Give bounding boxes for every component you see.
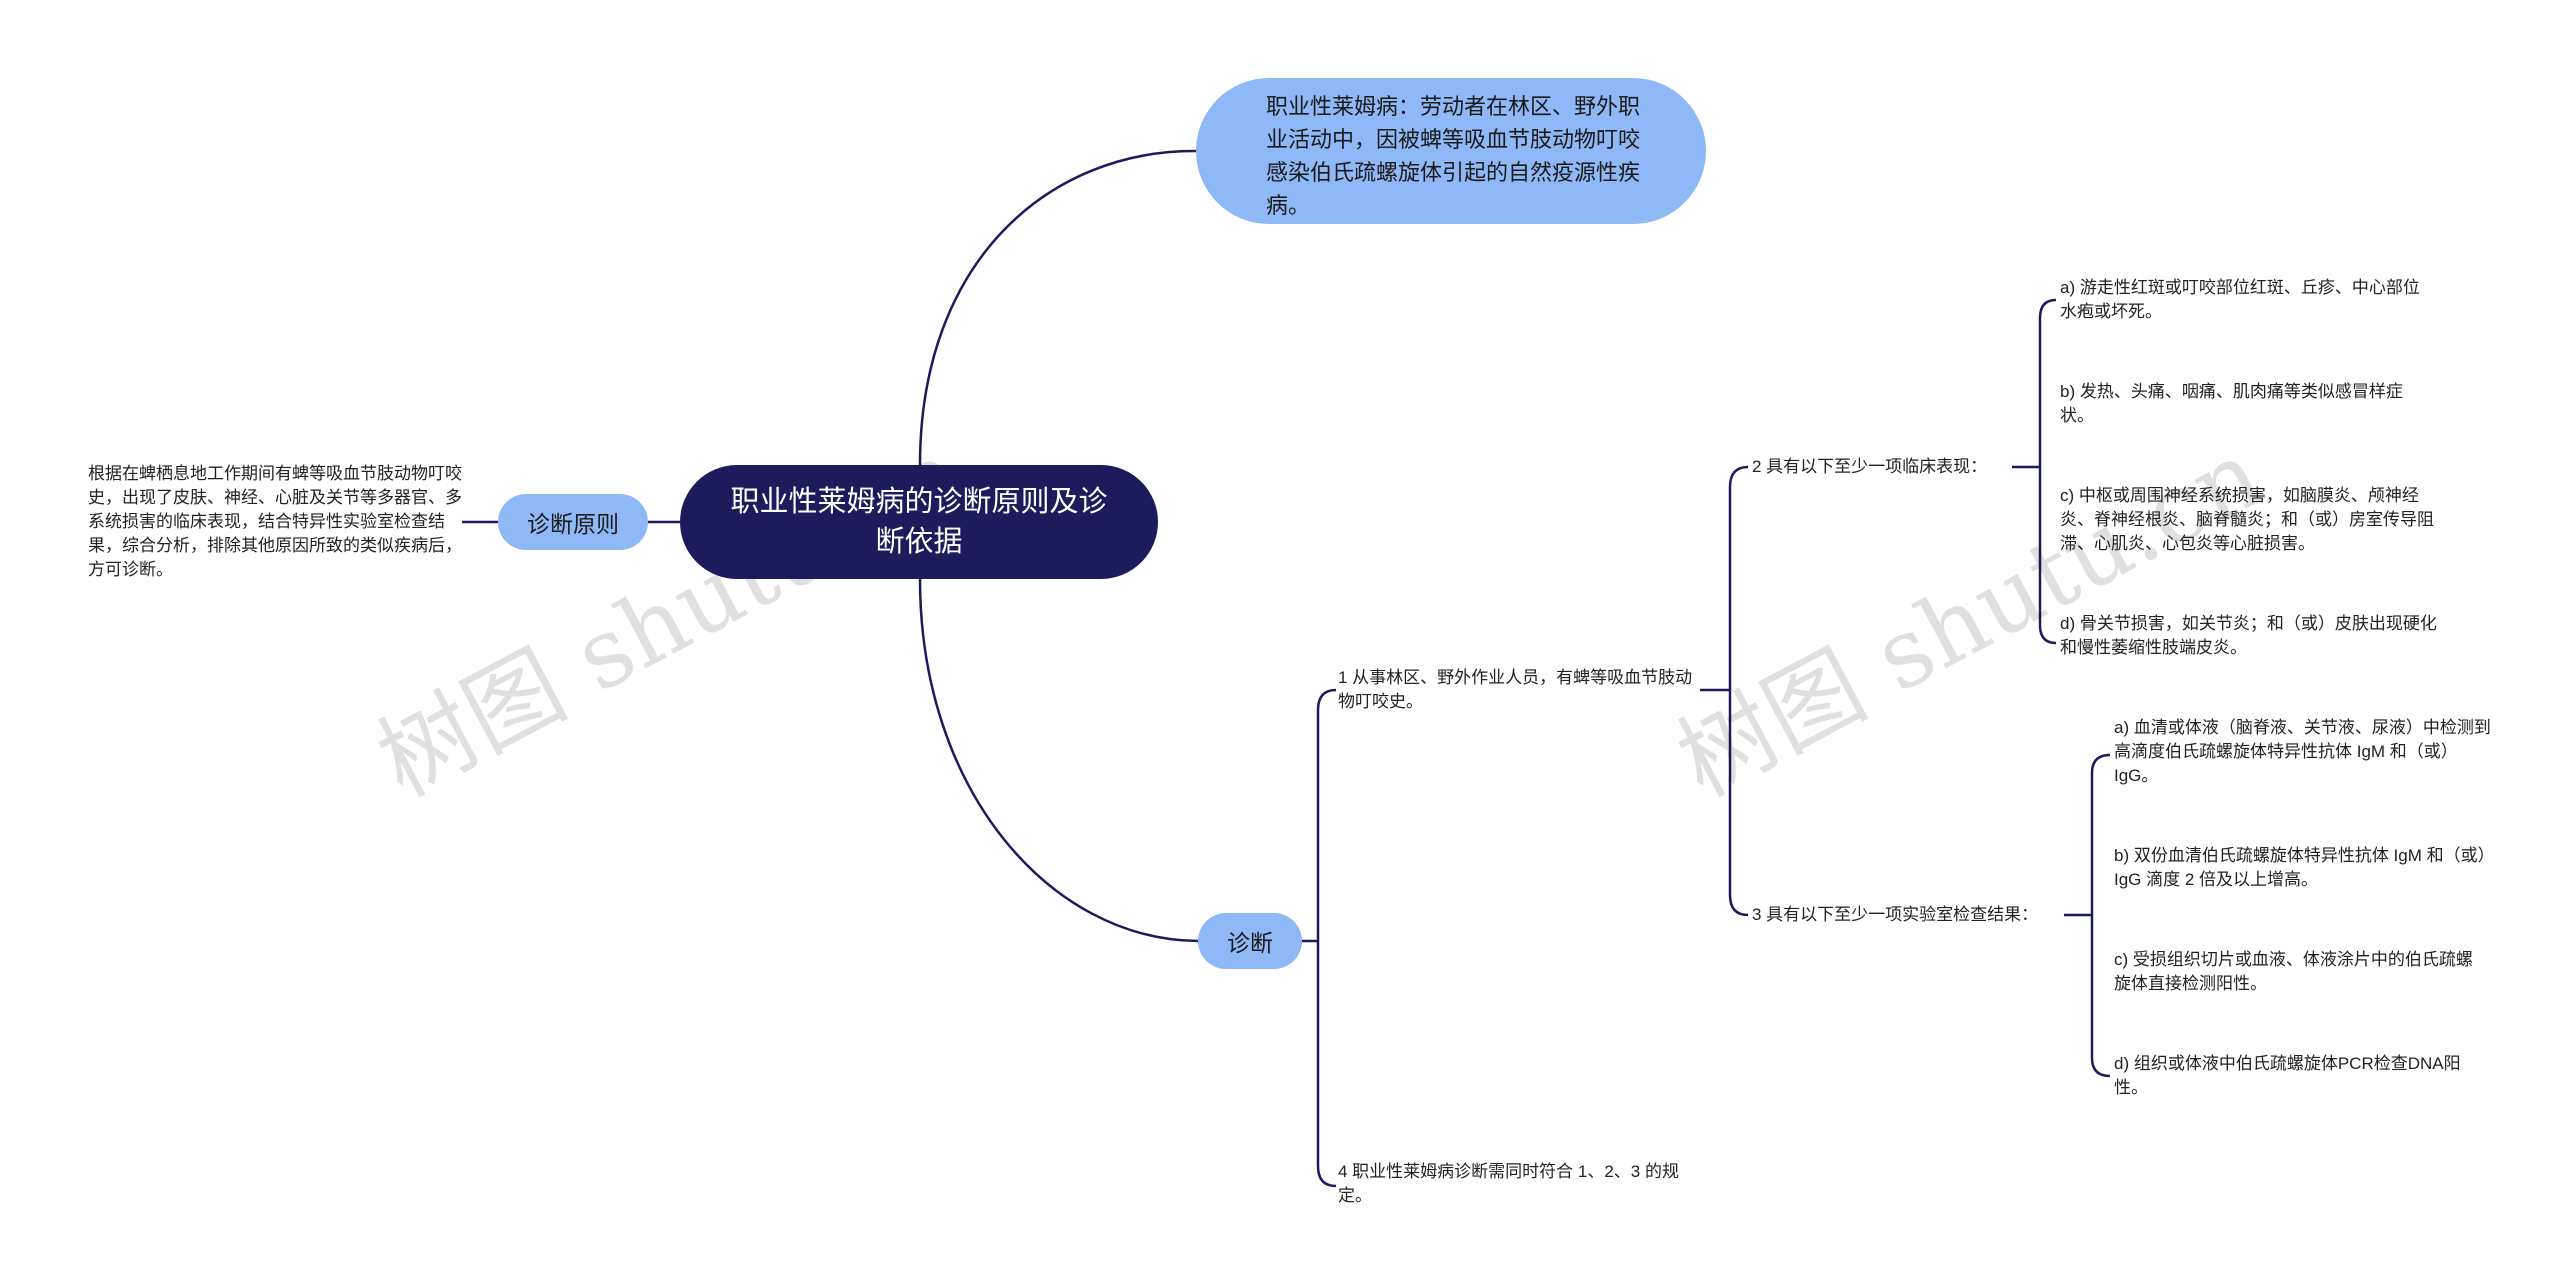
bracket-items — [1728, 465, 1749, 917]
bracket-clinical — [2038, 298, 2057, 645]
link-root-definition — [918, 149, 1197, 466]
definition-node[interactable]: 职业性莱姆病：劳动者在林区、野外职业活动中，因被蜱等吸血节肢动物叮咬感染伯氏疏螺… — [1196, 78, 1706, 224]
clinical-c[interactable]: c) 中枢或周围神经系统损害，如脑膜炎、颅神经炎、脊神经根炎、脑脊髓炎；和（或）… — [2060, 486, 2434, 553]
clinical-b[interactable]: b) 发热、头痛、咽痛、肌肉痛等类似感冒样症状。 — [2060, 382, 2403, 425]
lab-a[interactable]: a) 血清或体液（脑脊液、关节液、尿液）中检测到高滴度伯氏疏螺旋体特异性抗体 I… — [2114, 718, 2491, 785]
clinical-a[interactable]: a) 游走性红斑或叮咬部位红斑、丘疹、中心部位水疱或坏死。 — [2060, 278, 2420, 321]
principle-text[interactable]: 根据在蜱栖息地工作期间有蜱等吸血节肢动物叮咬史，出现了皮肤、神经、心脏及关节等多… — [88, 464, 462, 579]
lab-c[interactable]: c) 受损组织切片或血液、体液涂片中的伯氏疏螺旋体直接检测阳性。 — [2114, 950, 2473, 993]
lab-b[interactable]: b) 双份血清伯氏疏螺旋体特异性抗体 IgM 和（或）IgG 滴度 2 倍及以上… — [2114, 846, 2487, 889]
diagnosis-node[interactable]: 诊断 — [1198, 913, 1302, 969]
link-root-diagnosis — [918, 578, 1199, 943]
root-node[interactable]: 职业性莱姆病的诊断原则及诊断依据 — [680, 465, 1158, 579]
diagnosis-item-1[interactable]: 1 从事林区、野外作业人员，有蜱等吸血节肢动物叮咬史。 — [1338, 668, 1693, 711]
lab-d[interactable]: d) 组织或体液中伯氏疏螺旋体PCR检查DNA阳性。 — [2114, 1054, 2461, 1097]
principle-node[interactable]: 诊断原则 — [498, 494, 648, 550]
diagnosis-item-4[interactable]: 4 职业性莱姆病诊断需同时符合 1、2、3 的规定。 — [1338, 1162, 1679, 1205]
bracket-lab — [2090, 753, 2111, 1078]
diagnosis-item-3[interactable]: 3 具有以下至少一项实验室检查结果： — [1752, 905, 2039, 924]
clinical-d[interactable]: d) 骨关节损害，如关节炎；和（或）皮肤出现硬化和慢性萎缩性肢端皮炎。 — [2060, 614, 2437, 657]
bracket-diagnosis — [1316, 688, 1337, 1188]
diagnosis-item-2[interactable]: 2 具有以下至少一项临床表现： — [1752, 457, 1988, 476]
